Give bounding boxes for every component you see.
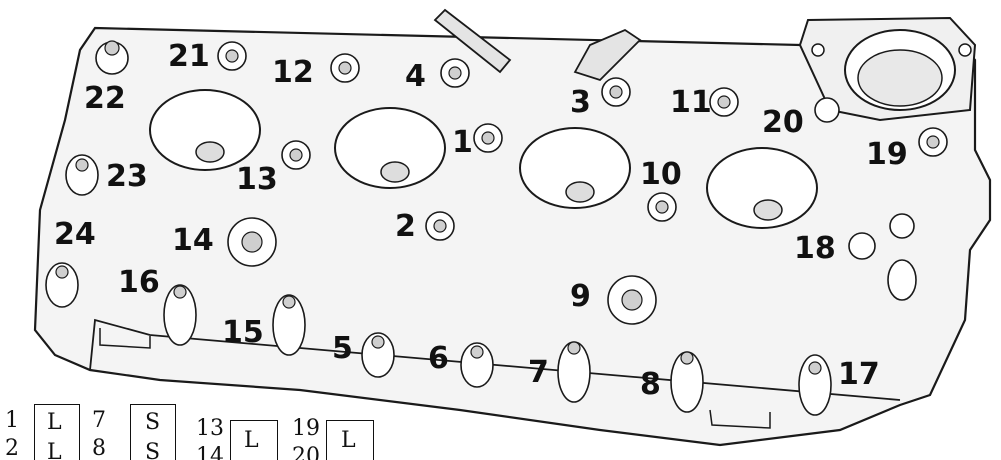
legend-code: L (244, 428, 259, 453)
callout-11: 11 (670, 85, 712, 120)
callout-12: 12 (272, 55, 314, 90)
flange-notch-right (709, 409, 771, 429)
bolt-boss-18a (848, 232, 876, 260)
callout-7: 7 (528, 355, 549, 390)
lower-flange (89, 318, 901, 401)
callout-13: 13 (236, 162, 278, 197)
legend-number: 19 (292, 416, 320, 441)
bolt-boss-20 (814, 97, 840, 123)
callout-17: 17 (838, 357, 880, 392)
callout-1: 1 (452, 125, 473, 160)
callout-16: 16 (118, 265, 160, 300)
bolt-boss-18c (887, 259, 917, 301)
legend-box (326, 420, 374, 460)
combustion-chambers (149, 89, 818, 229)
callout-24: 24 (54, 217, 96, 252)
callout-18: 18 (794, 231, 836, 266)
callout-22: 22 (84, 81, 126, 116)
legend-number: 1 (5, 408, 19, 433)
legend-code: S (145, 410, 161, 435)
top-nozzles (433, 8, 642, 82)
legend-code: S (145, 440, 161, 460)
legend-code: L (47, 410, 62, 435)
legend-number: 2 (5, 436, 19, 460)
outlet-flange (798, 16, 977, 122)
callout-5: 5 (332, 331, 353, 366)
bolt-boss-23 (65, 154, 99, 196)
legend-number: 8 (92, 436, 106, 460)
callout-20: 20 (762, 105, 804, 140)
callout-6: 6 (428, 341, 449, 376)
legend-box (34, 404, 80, 460)
bolt-boss-24 (45, 262, 79, 308)
legend-number: 20 (292, 444, 320, 460)
callout-4: 4 (405, 59, 426, 94)
legend-box (130, 404, 176, 460)
bolt-boss-17 (798, 354, 832, 416)
callout-23: 23 (106, 159, 148, 194)
legend-number: 7 (92, 408, 106, 433)
callout-2: 2 (395, 209, 416, 244)
legend-code: L (47, 440, 62, 460)
legend-box (230, 420, 278, 460)
legend-code: L (341, 428, 356, 453)
callout-10: 10 (640, 157, 682, 192)
legend-number: 14 (196, 444, 224, 460)
bolt-boss-5 (361, 332, 395, 378)
bolt-boss-15 (272, 294, 306, 356)
legend-number: 13 (196, 416, 224, 441)
bolt-boss-16 (163, 284, 197, 346)
bolt-boss-18b (889, 213, 915, 239)
callout-9: 9 (570, 279, 591, 314)
bolt-boss-6 (460, 342, 494, 388)
callout-19: 19 (866, 137, 908, 172)
callout-15: 15 (222, 315, 264, 350)
callout-21: 21 (168, 39, 210, 74)
bolt-holes (55, 40, 940, 375)
callout-8: 8 (640, 367, 661, 402)
flange-notch-left (99, 328, 151, 349)
callout-3: 3 (570, 85, 591, 120)
callout-14: 14 (172, 223, 214, 258)
cylinder-head-outline (33, 26, 992, 447)
